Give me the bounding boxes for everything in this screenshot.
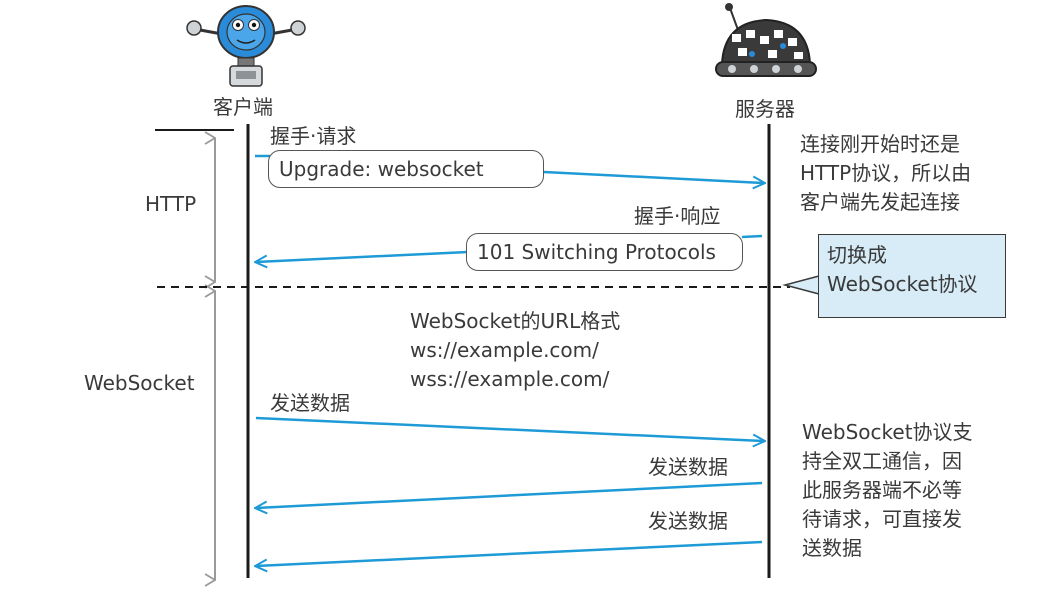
switch-protocol-note: 切换成 WebSocket协议 <box>818 234 1006 318</box>
url-example: wss://example.com/ <box>410 367 610 391</box>
upgrade-message-box: Upgrade: websocket <box>268 150 544 188</box>
handshake-request-arrow <box>255 154 764 183</box>
server-send-label-1: 发送数据 <box>648 455 728 479</box>
note-pointer <box>782 275 820 295</box>
websocket-phase-label: WebSocket <box>84 371 195 395</box>
note-line: 持全双工通信，因 <box>802 449 962 473</box>
note-line: WebSocket协议支 <box>802 420 973 444</box>
http-phase-label: HTTP <box>145 192 197 216</box>
handshake-response-label: 握手·响应 <box>634 204 721 228</box>
server-send-label-2: 发送数据 <box>648 509 728 533</box>
url-format-title: WebSocket的URL格式 <box>410 309 621 333</box>
url-format-block: WebSocket的URL格式 ws://example.com/ wss://… <box>410 307 620 394</box>
handshake-response-arrow <box>256 234 763 262</box>
client-send-label: 发送数据 <box>270 391 350 415</box>
client-label: 客户端 <box>213 95 273 119</box>
note-line: 客户端先发起连接 <box>800 190 960 214</box>
switching-protocols-box: 101 Switching Protocols <box>466 233 743 271</box>
note-line: 此服务器端不必等 <box>802 478 962 502</box>
note-line: 送数据 <box>802 536 862 560</box>
note-line: 待请求，可直接发 <box>802 507 962 531</box>
robot-server-icon <box>715 3 817 77</box>
note-line: 连接刚开始时还是 <box>800 132 960 156</box>
note-line: HTTP协议，所以由 <box>800 161 972 185</box>
handshake-request-label: 握手·请求 <box>270 124 357 148</box>
note-line: WebSocket协议 <box>827 272 978 296</box>
connection-start-note: 连接刚开始时还是 HTTP协议，所以由 客户端先发起连接 <box>800 130 971 217</box>
note-line: 切换成 <box>827 243 887 267</box>
robot-client-icon <box>186 5 306 87</box>
server-send-arrow-2 <box>256 540 763 566</box>
client-send-arrow <box>255 416 764 441</box>
server-send-arrow-1 <box>256 481 763 508</box>
url-example: ws://example.com/ <box>410 338 599 362</box>
server-label: 服务器 <box>735 97 795 121</box>
full-duplex-note: WebSocket协议支 持全双工通信，因 此服务器端不必等 待请求，可直接发 … <box>802 418 973 563</box>
